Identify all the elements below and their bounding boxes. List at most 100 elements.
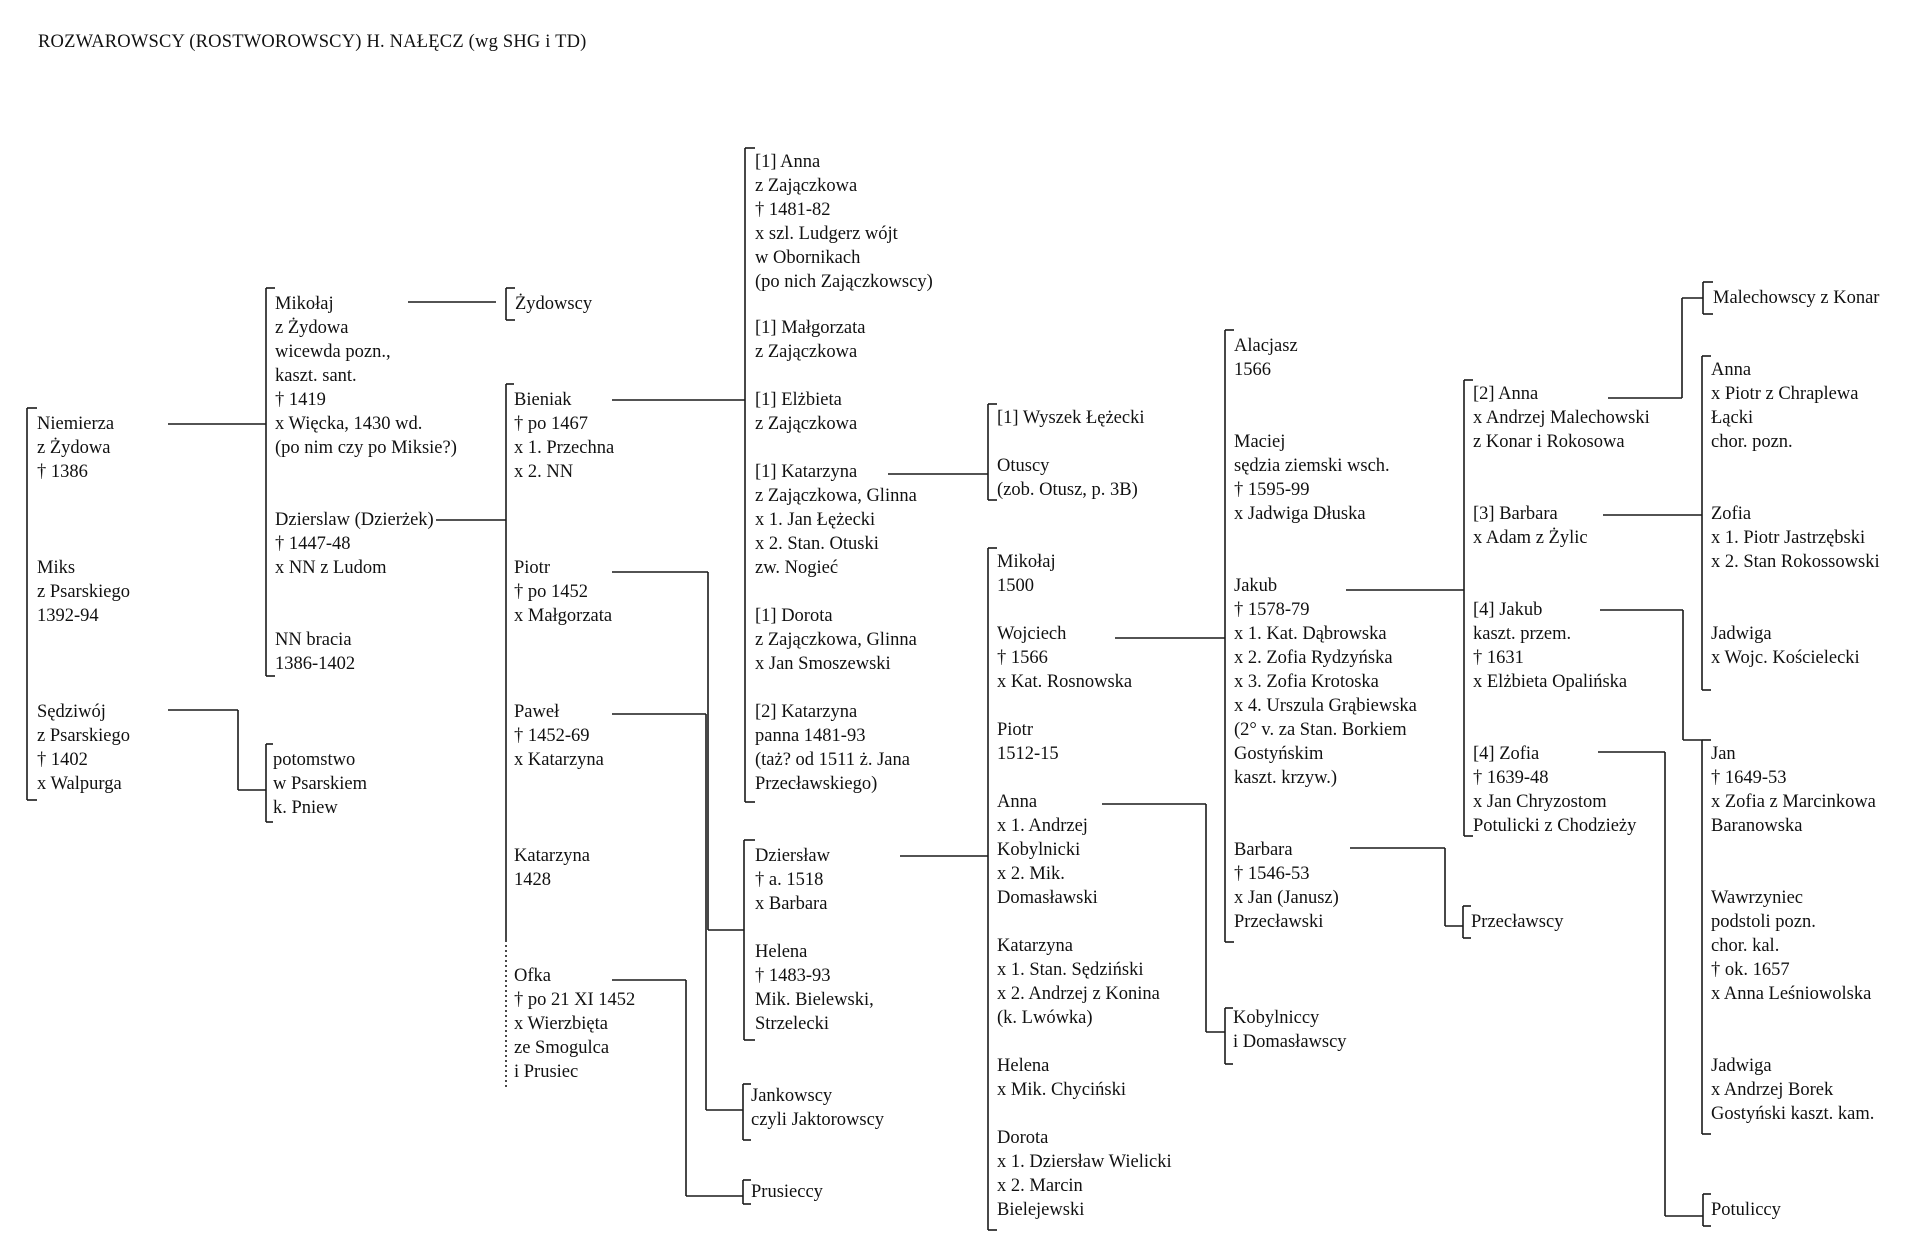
entry-line: z Konar i Rokosowa bbox=[1473, 432, 1625, 452]
entry-line: NN bracia bbox=[275, 630, 352, 650]
entry-line: ze Smogulca bbox=[514, 1038, 610, 1058]
entry-line: Mik. Bielewski, bbox=[755, 990, 874, 1010]
entry-line: wicewda pozn., bbox=[275, 342, 391, 362]
entry-line: x Adam z Żylic bbox=[1473, 528, 1588, 548]
entry-line: Wawrzyniec bbox=[1711, 888, 1803, 908]
entry-line: † 1402 bbox=[37, 750, 88, 770]
branch-zydowscy: Żydowscy bbox=[515, 292, 592, 316]
entry-line: [1] Dorota bbox=[755, 606, 833, 626]
entry-line: x 1. Kat. Dąbrowska bbox=[1234, 624, 1387, 644]
entry-line: x Barbara bbox=[755, 894, 828, 914]
entry-line: x NN z Ludom bbox=[275, 558, 387, 578]
entry-line: Strzelecki bbox=[755, 1014, 829, 1034]
entry-line: [4] Jakub bbox=[1473, 600, 1543, 620]
entry-line: kaszt. sant. bbox=[275, 366, 357, 386]
branch-przeclawscy: Przecławscy bbox=[1471, 910, 1563, 934]
entry-line: kaszt. przem. bbox=[1473, 624, 1572, 644]
branch-otuscy: Otuscy (zob. Otusz, p. 3B) bbox=[997, 454, 1138, 502]
entry-line: Mikołaj bbox=[275, 294, 334, 314]
entry-line: Katarzyna bbox=[997, 936, 1074, 956]
entry-line: [2] Katarzyna bbox=[755, 702, 858, 722]
entry-line: (po nich Zajączkowscy) bbox=[755, 272, 933, 292]
entry-line: x 2. Stan. Otuski bbox=[755, 534, 879, 554]
entry-line: Zofia bbox=[1711, 504, 1752, 524]
entry-line: Otuscy bbox=[997, 456, 1050, 476]
entry-line: Jadwiga bbox=[1711, 624, 1772, 644]
entry-line: Bieniak bbox=[514, 390, 572, 410]
entry-line: x 2. Mik. bbox=[997, 864, 1065, 884]
entry-line: (zob. Otusz, p. 3B) bbox=[997, 480, 1138, 500]
entry-line: † 1386 bbox=[37, 462, 88, 482]
entry-line: [1] Elżbieta bbox=[755, 390, 842, 410]
entry-line: Malechowscy z Konar bbox=[1713, 288, 1880, 308]
entry-line: † 1639-48 bbox=[1473, 768, 1549, 788]
entry-line: x 1. Jan Łężecki bbox=[755, 510, 876, 530]
entry-line: x Elżbieta Opalińska bbox=[1473, 672, 1628, 692]
entry-line: x Walpurga bbox=[37, 774, 122, 794]
entry-line: w Obornikach bbox=[755, 248, 861, 268]
entry-line: x 1. Piotr Jastrzębski bbox=[1711, 528, 1866, 548]
entry-line: Paweł bbox=[514, 702, 560, 722]
entry-line: † 1546-53 bbox=[1234, 864, 1310, 884]
entry-line: x 2. NN bbox=[514, 462, 574, 482]
entry-line: [1] Wyszek Łężecki bbox=[997, 408, 1145, 428]
entry-line: i Domasławscy bbox=[1233, 1032, 1347, 1052]
entry-line: (k. Lwówka) bbox=[997, 1008, 1093, 1028]
entry-line: x Anna Leśniowolska bbox=[1711, 984, 1872, 1004]
entry-line: x 1. Dziersław Wielicki bbox=[997, 1152, 1172, 1172]
entry-line: x Więcka, 1430 wd. bbox=[275, 414, 423, 434]
entry-line: † po 21 XI 1452 bbox=[514, 990, 636, 1010]
entry-line: kaszt. krzyw.) bbox=[1234, 768, 1338, 788]
entry-line: Helena bbox=[755, 942, 808, 962]
entry-line: Łącki bbox=[1711, 408, 1754, 428]
entry-line: Jakub bbox=[1234, 576, 1278, 596]
entry-line: Piotr bbox=[514, 558, 550, 578]
entry-line: x Wierzbięta bbox=[514, 1014, 608, 1034]
entry-line: x Andrzej Borek bbox=[1711, 1080, 1834, 1100]
entry-line: † a. 1518 bbox=[755, 870, 824, 890]
entry-line: x 1. Przechna bbox=[514, 438, 615, 458]
entry-line: x Jan Smoszewski bbox=[755, 654, 891, 674]
entry-line: x Wojc. Kościelecki bbox=[1711, 648, 1860, 668]
entry-line: zw. Nogieć bbox=[755, 558, 839, 578]
entry-line: Przecławski bbox=[1234, 912, 1324, 932]
entry-line: † 1481-82 bbox=[755, 200, 831, 220]
entry-line: Katarzyna bbox=[514, 846, 591, 866]
entry-line: Dorota bbox=[997, 1128, 1049, 1148]
entry-line: † 1595-99 bbox=[1234, 480, 1310, 500]
entry-line: x Kat. Rosnowska bbox=[997, 672, 1133, 692]
entry-line: Jankowscy bbox=[751, 1086, 833, 1106]
entry-line: x Jadwiga Dłuska bbox=[1234, 504, 1366, 524]
entry-line: x Piotr z Chraplewa bbox=[1711, 384, 1859, 404]
entry-line: z Psarskiego bbox=[37, 726, 130, 746]
entry-line: Prusieccy bbox=[751, 1182, 823, 1202]
entry-line: potomstwo bbox=[273, 750, 356, 770]
entry-line: [1] Anna bbox=[755, 152, 821, 172]
entry-line: Barbara bbox=[1234, 840, 1293, 860]
entry-line: x 2. Andrzej z Konina bbox=[997, 984, 1160, 1004]
